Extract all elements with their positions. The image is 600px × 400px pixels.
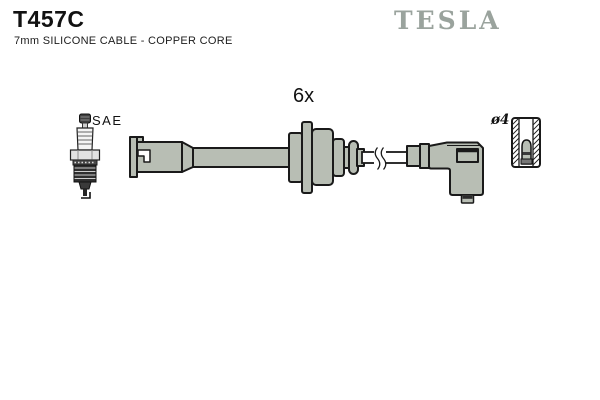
cable-break-icon [374,147,387,170]
spark-plug-boot-drawing [129,121,365,194]
brand-logo: TESLA [394,6,502,35]
quantity-label: 6x [293,85,315,107]
spark-plug-icon [69,113,101,199]
distributor-boot-drawing [406,141,484,204]
cable-break-gap [374,149,386,166]
sae-standard-label: SAE [92,113,123,128]
terminal-cross-section-icon [511,117,541,168]
part-number: T457C [13,6,85,32]
hatching-left [511,117,520,166]
hatching-right [532,117,541,166]
terminal-diameter-label: ø4 [491,112,510,128]
cable-drawing [361,147,409,170]
product-subtitle: 7mm SILICONE CABLE - COPPER CORE [14,35,233,47]
